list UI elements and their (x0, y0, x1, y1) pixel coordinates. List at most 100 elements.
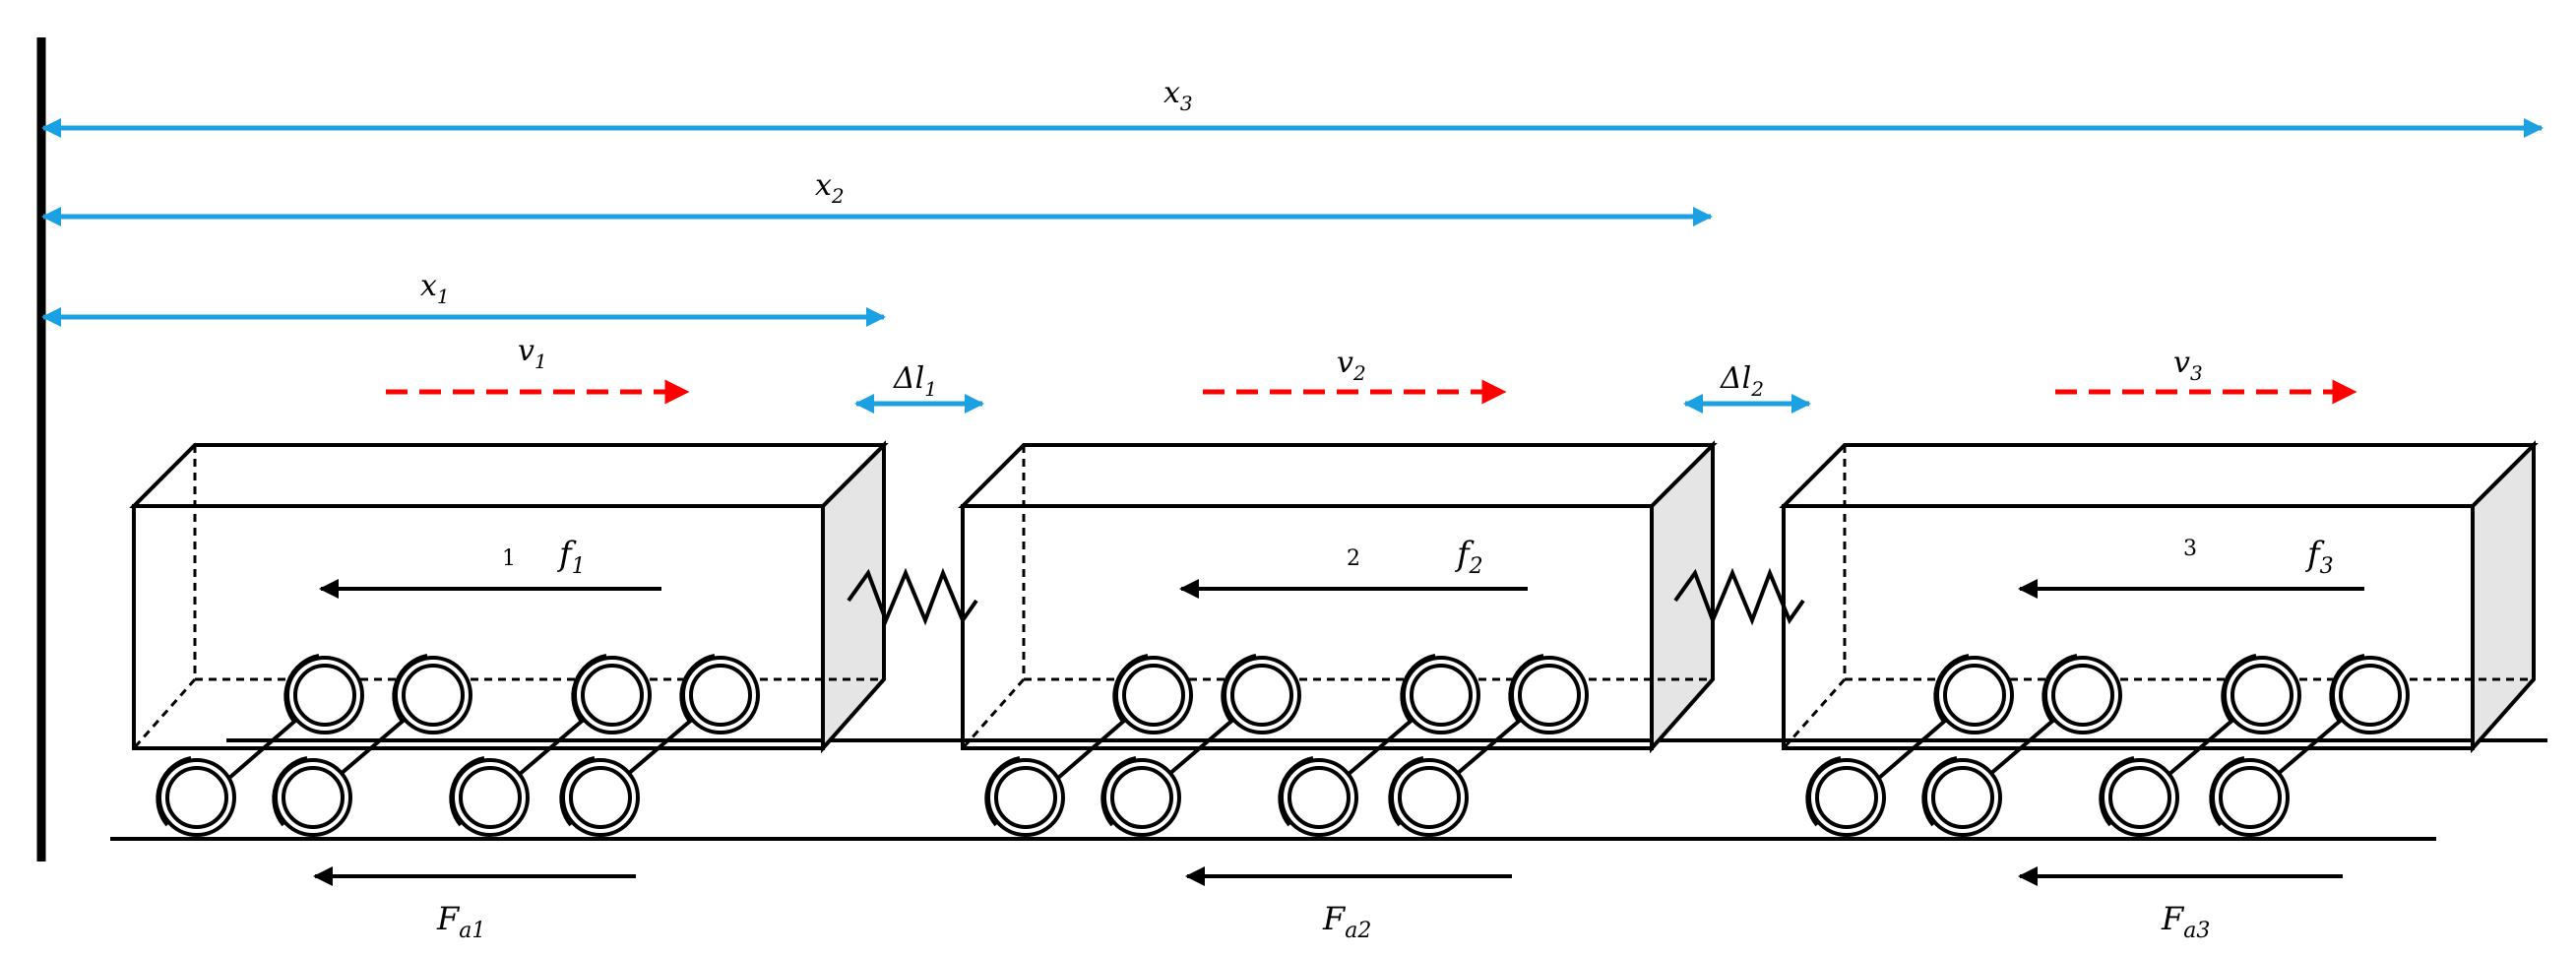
car-number-1: 1 (502, 546, 516, 571)
wheel-back-4-tire (2339, 664, 2402, 727)
car-3 (1779, 379, 2539, 886)
wheel-front-1 (156, 756, 236, 837)
wheel-front-1-tire (994, 766, 1057, 829)
x1-label: x1 (420, 269, 450, 308)
distance-arrows (41, 118, 2544, 414)
wheel-front-4-rim (2211, 758, 2290, 837)
x2-label: x2 (815, 168, 845, 208)
wheel-front-4 (2209, 756, 2290, 837)
coupler-spring-1 (847, 567, 978, 626)
adhesion-label-3: Fa3 (2161, 900, 2210, 943)
wheel-front-4 (1388, 756, 1469, 837)
car-hidden-edges (1782, 445, 2534, 749)
wheel-back-2 (392, 654, 472, 734)
wheel-front-2 (272, 756, 352, 837)
wheel-back-3-tire (2230, 664, 2293, 727)
wheel-front-1-tire (1815, 766, 1878, 829)
wheel-back-1-tire (1943, 664, 2006, 727)
wheel-front-2 (1100, 756, 1181, 837)
wheel-front-3-tire (459, 766, 522, 829)
car-hidden-edges (961, 445, 1713, 749)
wheel-back-3-rim (2223, 656, 2301, 734)
wheel-front-2 (1921, 756, 2002, 837)
wheel-front-3 (1278, 756, 1358, 837)
wheel-front-1-rim (157, 758, 236, 837)
adhesion-label-2: Fa2 (1322, 900, 1371, 943)
wheel-front-4-tire (569, 766, 632, 829)
wheel-back-1-rim (1935, 656, 2014, 734)
adhesion-label-1: Fa1 (436, 900, 485, 943)
car-top-face (958, 443, 1718, 508)
wheel-back-1 (1933, 654, 2014, 734)
wheel-back-4-tire (689, 664, 752, 727)
wheel-front-3-tire (1288, 766, 1351, 829)
velocity-label-2: v2 (1337, 346, 1366, 385)
wheel-back-3-rim (573, 656, 652, 734)
wheel-back-3-tire (1410, 664, 1473, 727)
wheel-back-2-rim (1223, 656, 1301, 734)
cars-layer (129, 379, 2539, 886)
x3-label: x3 (1163, 76, 1193, 115)
wheel-back-4-tire (1518, 664, 1581, 727)
car-front-face (1782, 504, 2475, 750)
wheel-back-1 (283, 654, 364, 734)
velocity-label-3: v3 (2173, 346, 2203, 385)
wheel-front-3-rim (1280, 758, 1358, 837)
wheel-front-2-rim (1923, 758, 2002, 837)
wheel-front-3-rim (451, 758, 530, 837)
gap2-label: Δl2 (1720, 361, 1764, 401)
wheel-front-3-rim (2101, 758, 2179, 837)
coupler-spring-2 (1673, 567, 1805, 626)
car-top-face (129, 443, 889, 508)
wheel-front-1-tire (165, 766, 228, 829)
wheel-back-2-tire (2051, 664, 2114, 727)
wheel-front-2-tire (1931, 766, 1994, 829)
gap1-label: Δl1 (893, 361, 937, 401)
wheel-front-3 (2099, 756, 2179, 837)
wheel-back-1-tire (1122, 664, 1185, 727)
wheel-front-1 (1805, 756, 1886, 837)
car-number-2: 2 (1347, 546, 1360, 571)
wheel-back-4 (1508, 654, 1589, 734)
wheel-back-4-rim (1510, 656, 1589, 734)
wheel-front-4-tire (2219, 766, 2282, 829)
wheel-front-4-rim (561, 758, 640, 837)
wheel-back-3-rim (1402, 656, 1480, 734)
wheel-front-1-rim (1807, 758, 1886, 837)
wheel-back-4 (2329, 654, 2410, 734)
wheel-front-4 (559, 756, 640, 837)
wheel-back-3 (1400, 654, 1480, 734)
wheel-back-1-rim (1114, 656, 1193, 734)
wheel-back-4-rim (2331, 656, 2410, 734)
wheel-front-4-rim (1390, 758, 1469, 837)
wheel-front-2-rim (1102, 758, 1181, 837)
wheel-back-3 (2221, 654, 2301, 734)
wheel-front-3-tire (2108, 766, 2171, 829)
wheel-back-2-rim (394, 656, 472, 734)
wheel-back-2 (1221, 654, 1301, 734)
wheel-back-2-tire (1230, 664, 1293, 727)
wheel-back-2 (2042, 654, 2122, 734)
wheel-front-2-tire (1110, 766, 1173, 829)
wheel-back-4-rim (681, 656, 760, 734)
resistance-label-2: f2 (1454, 535, 1483, 579)
wheel-front-4-tire (1398, 766, 1461, 829)
resistance-label-1: f1 (556, 535, 586, 579)
wheel-back-2-rim (2043, 656, 2122, 734)
wheel-back-2-tire (402, 664, 465, 727)
car-front-face (961, 504, 1654, 750)
car-2 (958, 379, 1718, 886)
wheel-back-3 (571, 654, 652, 734)
wheel-back-3-tire (581, 664, 644, 727)
wheel-front-2-tire (282, 766, 345, 829)
car-number-3: 3 (2183, 537, 2197, 561)
wheel-front-2-rim (274, 758, 352, 837)
wheel-back-1 (1112, 654, 1193, 734)
wheel-back-1-tire (293, 664, 356, 727)
wheel-front-3 (449, 756, 530, 837)
velocity-label-1: v1 (518, 334, 547, 373)
wheel-front-1 (984, 756, 1065, 837)
resistance-label-3: f3 (2304, 535, 2334, 579)
car-1 (129, 379, 889, 886)
